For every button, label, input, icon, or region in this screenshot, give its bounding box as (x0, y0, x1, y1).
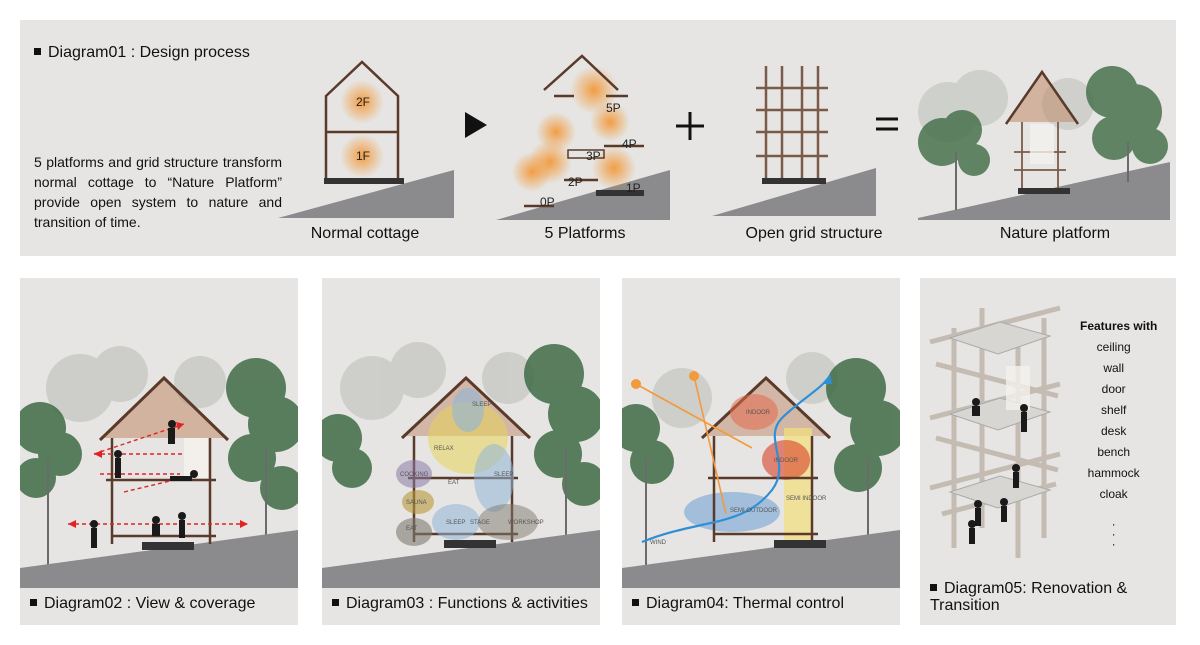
zone-label-sauna: SAUNA (406, 500, 427, 506)
diagram04-title-text: Diagram04: Thermal control (646, 595, 845, 612)
stage-label-normal-cottage: Normal cottage (310, 225, 420, 242)
platform-label-2p: 2P (568, 175, 583, 189)
feature-item-shelf: shelf (1101, 403, 1127, 417)
zone-label-relax: RELAX (434, 446, 454, 452)
feature-item-cloak: cloak (1099, 487, 1128, 501)
diagram02-panel: Diagram02 : View & coverage (20, 278, 298, 625)
bullet-square-icon (332, 599, 339, 606)
diagram03-title: Diagram03 : Functions & activities (332, 595, 588, 613)
platform-label-3p: 3P (586, 149, 601, 163)
zone-label-semi-outdoor: SEMI OUTDOOR (730, 508, 778, 514)
zone-label-cooking: COOKING (400, 472, 429, 478)
platform-label-0p: 0P (540, 195, 555, 209)
renovation-structure-drawing (929, 305, 1061, 558)
five-platforms-drawing: 5P 4P 3P 2P 1P 0P (496, 54, 670, 220)
stage-label-nature-platform: Nature platform (999, 225, 1111, 242)
feature-item-hammock: hammock (1087, 466, 1140, 480)
zone-label-indoor-middle: INDOOR (774, 458, 799, 464)
diagram04-panel: INDOOR INDOOR SEMI OUTDOOR SEMI INDOOR W… (622, 278, 900, 625)
zone-label-wind: WIND (650, 540, 667, 546)
normal-cottage-drawing: 2F 1F (278, 60, 454, 218)
feature-item-ceiling: ceiling (1096, 340, 1131, 354)
diagram05-title-text: Diagram05: Renovation & Transition (930, 580, 1128, 614)
diagram03-title-text: Diagram03 : Functions & activities (346, 595, 588, 612)
open-grid-structure-drawing (712, 66, 876, 216)
zone-label-eat: EAT (406, 526, 418, 532)
zone-label-sleep-bottom: SLEEP (446, 520, 465, 526)
ellipsis-dot: · (1111, 537, 1116, 551)
functions-activities-drawing: SLEEP RELAX COOKING SLEEP EAT SAUNA EAT … (322, 342, 600, 588)
features-heading: Features with (1080, 319, 1158, 333)
floor-label-2f: 2F (356, 95, 370, 109)
feature-item-door: door (1101, 382, 1126, 396)
diagram01-description: 5 platforms and grid structure transform… (34, 154, 282, 230)
view-coverage-drawing (20, 346, 298, 588)
zone-label-workshop: WORKSHOP (508, 520, 544, 526)
diagram02-title: Diagram02 : View & coverage (30, 595, 255, 613)
bullet-square-icon (930, 584, 937, 591)
features-list: Features with ceiling wall door shelf de… (1070, 316, 1158, 551)
diagram02-title-text: Diagram02 : View & coverage (44, 595, 256, 612)
zone-label-stage: STAGE (470, 520, 490, 526)
diagram04-title: Diagram04: Thermal control (632, 595, 844, 613)
zone-label-sleep-top: SLEEP (472, 402, 491, 408)
feature-item-wall: wall (1103, 361, 1125, 375)
bullet-square-icon (632, 599, 639, 606)
plus-icon (676, 112, 704, 140)
equals-icon (876, 117, 898, 131)
diagram01-title: Diagram01 : Design process (34, 44, 250, 62)
zone-label-semi-indoor: SEMI INDOOR (786, 496, 827, 502)
platform-label-5p: 5P (606, 101, 621, 115)
feature-item-bench: bench (1097, 445, 1131, 459)
diagram05-title: Diagram05: Renovation & Transition (930, 580, 1170, 614)
stage-label-open-grid-structure: Open grid structure (745, 225, 883, 242)
thermal-control-drawing: INDOOR INDOOR SEMI OUTDOOR SEMI INDOOR W… (622, 352, 900, 588)
bullet-square-icon (34, 48, 41, 55)
bullet-square-icon (30, 599, 37, 606)
stage-label-5-platforms: 5 Platforms (544, 225, 626, 242)
diagram01-title-text: Diagram01 : Design process (48, 44, 250, 61)
platform-label-4p: 4P (622, 137, 637, 151)
nature-platform-drawing (918, 66, 1170, 220)
diagram01-panel: Diagram01 : Design process 5 platforms a… (20, 20, 1176, 256)
platform-label-1p: 1P (626, 181, 641, 195)
ellipsis-dot: · (1111, 517, 1116, 531)
ellipsis-dot: · (1111, 527, 1116, 541)
floor-label-1f: 1F (356, 149, 370, 163)
arrow-right-icon (465, 112, 487, 138)
zone-label-indoor-top: INDOOR (746, 410, 771, 416)
zone-label-sleep-right: SLEEP (494, 472, 513, 478)
zone-label-eat-upper: EAT (448, 480, 460, 486)
diagram03-panel: SLEEP RELAX COOKING SLEEP EAT SAUNA EAT … (322, 278, 600, 625)
diagram05-panel: Features with ceiling wall door shelf de… (920, 278, 1176, 625)
feature-item-desk: desk (1101, 424, 1127, 438)
